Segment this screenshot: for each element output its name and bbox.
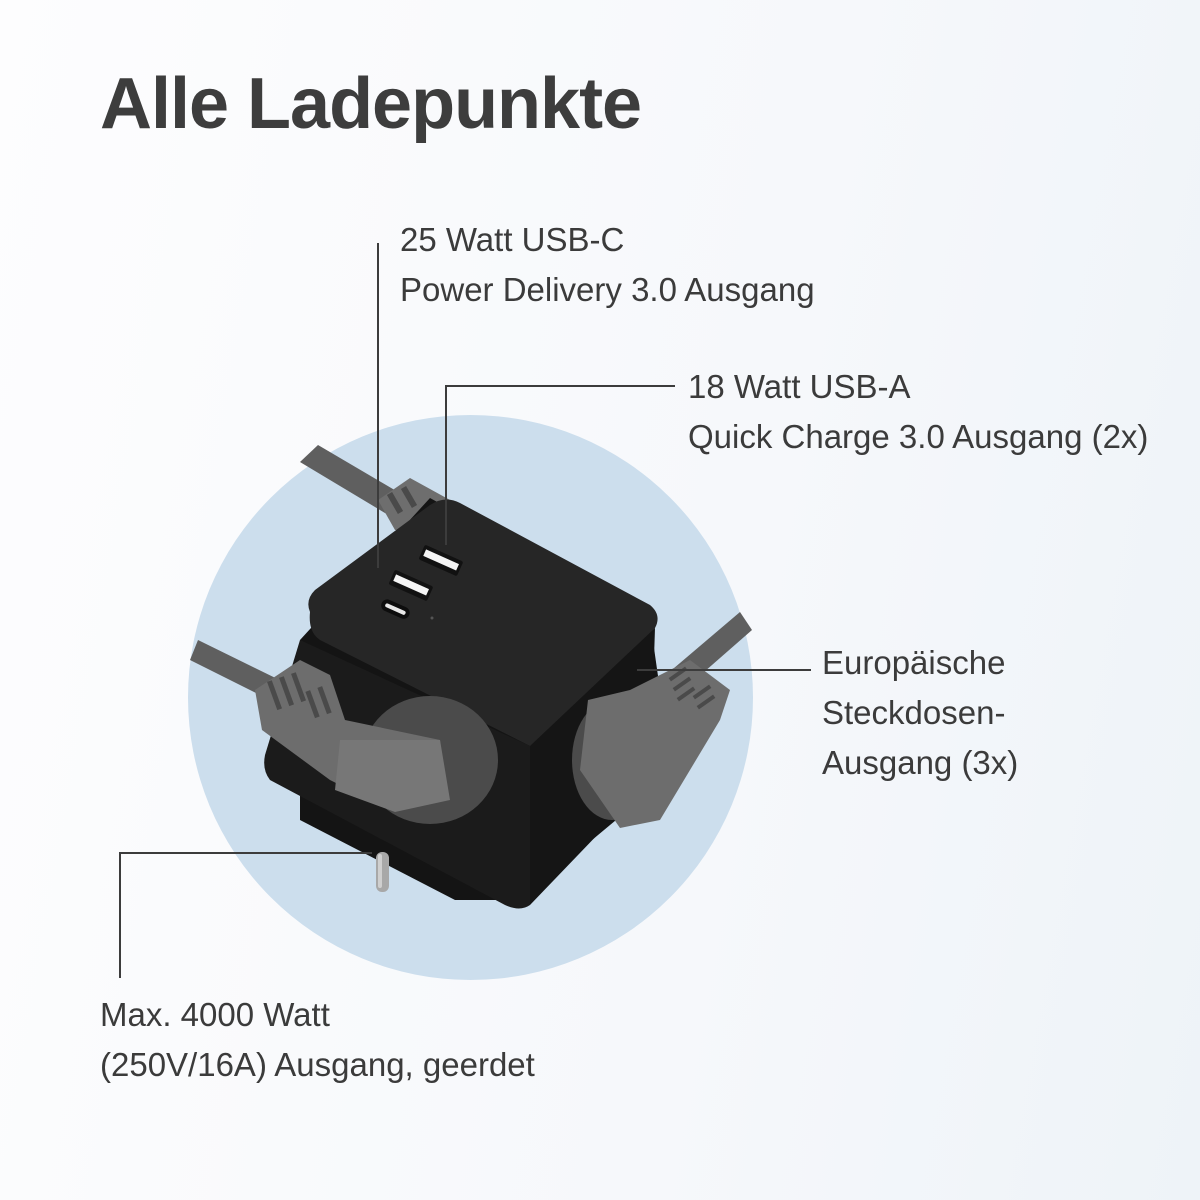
usb-a-port-2: [389, 570, 433, 601]
usb-a-port-1: [419, 545, 463, 576]
usb-a-callout-line2: Quick Charge 3.0 Ausgang (2x): [688, 418, 1149, 455]
earth-pin: [376, 852, 389, 892]
usb-c-leader-line-vertical: [377, 243, 379, 568]
usb-a-leader-line-horizontal: [445, 385, 675, 387]
max-power-callout-line2: (250V/16A) Ausgang, geerdet: [100, 1046, 535, 1083]
plug-left: [255, 660, 498, 824]
sockets-callout: Europäische Steckdosen- Ausgang (3x): [822, 638, 1018, 788]
usb-a-callout-line1: 18 Watt USB-A: [688, 368, 911, 405]
max-power-callout-line1: Max. 4000 Watt: [100, 996, 330, 1033]
sockets-leader-line: [637, 669, 811, 671]
usb-c-callout: 25 Watt USB-C Power Delivery 3.0 Ausgang: [400, 215, 815, 315]
max-power-leader-line-horizontal: [119, 852, 372, 854]
usb-a-leader-line-vertical: [445, 385, 447, 545]
usb-c-callout-line2: Power Delivery 3.0 Ausgang: [400, 271, 815, 308]
usb-a-callout: 18 Watt USB-A Quick Charge 3.0 Ausgang (…: [688, 362, 1148, 462]
sockets-callout-line1: Europäische: [822, 644, 1006, 681]
sockets-callout-line3: Ausgang (3x): [822, 744, 1019, 781]
page-title: Alle Ladepunkte: [100, 64, 642, 144]
max-power-leader-line-vertical: [119, 852, 121, 978]
usb-c-port: [381, 599, 410, 619]
max-power-callout: Max. 4000 Watt (250V/16A) Ausgang, geerd…: [100, 990, 535, 1090]
sockets-callout-line2: Steckdosen-: [822, 694, 1006, 731]
usb-c-callout-line1: 25 Watt USB-C: [400, 221, 625, 258]
